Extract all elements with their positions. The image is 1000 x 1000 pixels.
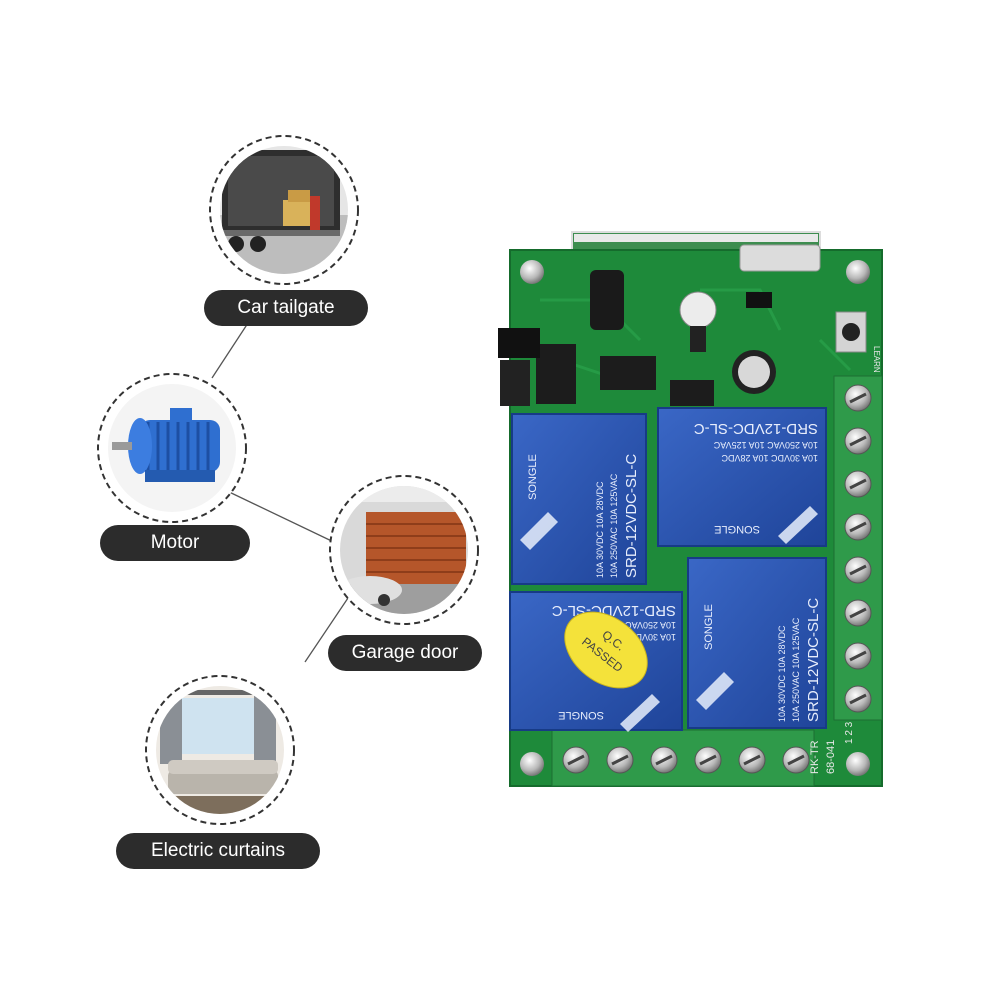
relay-2-rating-b: 10A 30VDC 10A 28VDC bbox=[721, 453, 818, 463]
relay-4: SRD-12VDC-SL-C 10A 250VAC 10A 125VAC 10A… bbox=[687, 557, 827, 729]
pin-mark: 1 2 3 bbox=[844, 721, 855, 744]
label-garage-door: Garage door bbox=[328, 635, 482, 671]
relay-2-model: SRD-12VDC-SL-C bbox=[694, 420, 818, 437]
terminal-screw bbox=[844, 642, 872, 670]
terminal-screw bbox=[738, 746, 766, 774]
terminal-screw bbox=[782, 746, 810, 774]
terminal-screw bbox=[844, 427, 872, 455]
terminal-screw bbox=[844, 556, 872, 584]
code-mark: 68-041 bbox=[825, 740, 837, 774]
bottom-terminal-block bbox=[551, 729, 815, 787]
curtains-circle bbox=[145, 675, 295, 825]
terminal-screw bbox=[844, 470, 872, 498]
terminal-screw bbox=[844, 384, 872, 412]
qc-passed-sticker: Q.C. PASSED bbox=[564, 611, 648, 689]
relay-1-model: SRD-12VDC-SL-C bbox=[623, 454, 640, 578]
terminal-screw bbox=[650, 746, 678, 774]
relay-3-brand: SONGLE bbox=[558, 709, 604, 721]
motor-circle bbox=[97, 373, 247, 523]
relay-2: SRD-12VDC-SL-C 10A 250VAC 10A 125VAC 10A… bbox=[657, 407, 827, 547]
relay-4-rating-a: 10A 250VAC 10A 125VAC bbox=[791, 617, 801, 722]
terminal-screw bbox=[844, 513, 872, 541]
terminal-screw bbox=[694, 746, 722, 774]
relay-4-rating-b: 10A 30VDC 10A 28VDC bbox=[777, 625, 787, 722]
terminal-screw bbox=[606, 746, 634, 774]
learn-mark: LEARN bbox=[872, 346, 881, 373]
terminal-screw bbox=[562, 746, 590, 774]
terminal-screw bbox=[844, 599, 872, 627]
relay-4-brand: SONGLE bbox=[703, 604, 715, 650]
relay-1: SRD-12VDC-SL-C 10A 250VAC 10A 125VAC 10A… bbox=[511, 413, 647, 585]
right-terminal-block bbox=[833, 375, 883, 721]
garage-circle bbox=[329, 475, 479, 625]
relay-board: LEARN RK-TR 68-041 1 2 3 SRD-12VDC-SL-C … bbox=[498, 231, 883, 787]
model-mark: RK-TR bbox=[809, 740, 821, 774]
electric-motor-icon bbox=[108, 384, 236, 512]
label-electric-curtains: Electric curtains bbox=[116, 833, 320, 869]
terminal-screw bbox=[844, 685, 872, 713]
relay-1-brand: SONGLE bbox=[527, 454, 539, 500]
label-motor: Motor bbox=[100, 525, 250, 561]
tailgate-circle bbox=[209, 135, 359, 285]
mount-screws bbox=[520, 260, 870, 776]
relay-3-model: SRD-12VDC-SL-C bbox=[552, 602, 676, 619]
relay-2-brand: SONGLE bbox=[714, 523, 760, 535]
relay-1-rating-b: 10A 30VDC 10A 28VDC bbox=[595, 481, 605, 578]
relay-1-rating-a: 10A 250VAC 10A 125VAC bbox=[609, 473, 619, 578]
relay-4-model: SRD-12VDC-SL-C bbox=[805, 598, 822, 722]
connector-lines bbox=[211, 322, 349, 663]
relay-2-rating-a: 10A 250VAC 10A 125VAC bbox=[713, 440, 818, 450]
label-car-tailgate: Car tailgate bbox=[204, 290, 368, 326]
